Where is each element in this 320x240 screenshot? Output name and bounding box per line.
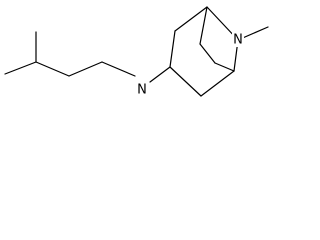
bond-ch-to-ch2 — [35, 61, 70, 77]
molecule-structure-diagram: N N — [4, 6, 269, 98]
bond-c3-to-c4 — [169, 66, 202, 97]
bond-c2-to-c1 — [174, 6, 208, 32]
ring-n-label-background — [232, 32, 244, 47]
ring-nitrogen-label: N — [233, 33, 243, 48]
bond-c3-to-c2 — [169, 30, 176, 68]
amine-n-label-background — [136, 82, 148, 97]
bond-c7-to-c6 — [199, 43, 216, 64]
bond-ch2-to-amine-n — [101, 61, 136, 77]
bond-c1-to-c7 — [199, 6, 208, 45]
bond-amine-n-to-ring-c3 — [149, 66, 171, 83]
bond-methyl-a-to-ch — [4, 61, 37, 75]
amine-nitrogen-label: N — [137, 83, 147, 98]
bond-c6-to-c5 — [214, 62, 235, 72]
bond-c4-to-c5 — [200, 70, 235, 97]
bond-ch2-to-ch2 — [68, 61, 103, 77]
